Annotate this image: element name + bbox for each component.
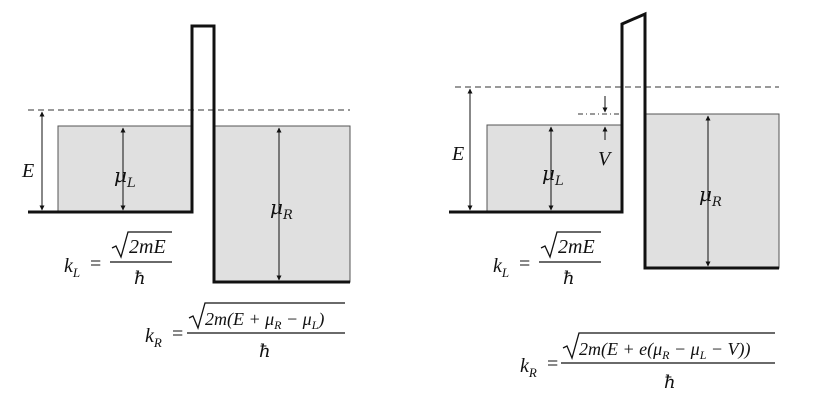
svg-text:ħ: ħ: [664, 372, 676, 393]
bias-label: V: [598, 148, 613, 170]
svg-text:2mE: 2mE: [129, 236, 166, 258]
right-well-fill: [213, 125, 351, 283]
potential-outline: [449, 11, 779, 270]
kL-equation: kL = 2mE ħ: [64, 231, 172, 289]
svg-text:ħ: ħ: [134, 268, 146, 289]
kR-equation: kR = 2m(E + μR − μL) ħ: [145, 302, 345, 362]
kR-equation: kR = 2m(E + e(μR − μL − V)) ħ: [520, 332, 775, 393]
sqrt-sign: [540, 231, 601, 259]
svg-text:kL: kL: [64, 255, 80, 280]
right-well-fill: [644, 113, 780, 269]
kL-equation: kL = 2mE ħ: [493, 231, 601, 289]
svg-text:kR: kR: [145, 325, 162, 350]
svg-text:kR: kR: [520, 355, 537, 380]
svg-text:2m(E + μR − μL): 2m(E + μR − μL): [205, 309, 324, 332]
left-well-fill: [486, 124, 623, 213]
mu-right-label: μR: [699, 182, 722, 210]
svg-text:ħ: ħ: [563, 268, 575, 289]
svg-text:2mE: 2mE: [558, 236, 595, 258]
sqrt-sign: [562, 332, 775, 360]
svg-text:=: =: [547, 353, 558, 375]
mu-left-label: μL: [542, 161, 564, 189]
svg-text:=: =: [172, 323, 183, 345]
svg-text:kL: kL: [493, 255, 509, 280]
sqrt-sign: [188, 302, 345, 330]
energy-label: E: [451, 143, 464, 165]
svg-text:=: =: [519, 253, 530, 275]
left-panel: E μL μR kL = 2mE ħ kR = 2m(E + μR − μL) …: [21, 24, 351, 362]
energy-label: E: [21, 160, 34, 182]
svg-text:ħ: ħ: [259, 341, 271, 362]
svg-text:=: =: [90, 253, 101, 275]
mu-left-label: μL: [114, 163, 136, 191]
right-panel: E V μL μR kL = 2mE ħ kR = 2m(E + e(μR − …: [449, 11, 780, 393]
mu-right-label: μR: [270, 195, 293, 223]
potential-outline: [28, 24, 350, 284]
sqrt-sign: [111, 231, 172, 259]
svg-text:2m(E + e(μR − μL − V)): 2m(E + e(μR − μL − V)): [579, 339, 751, 362]
